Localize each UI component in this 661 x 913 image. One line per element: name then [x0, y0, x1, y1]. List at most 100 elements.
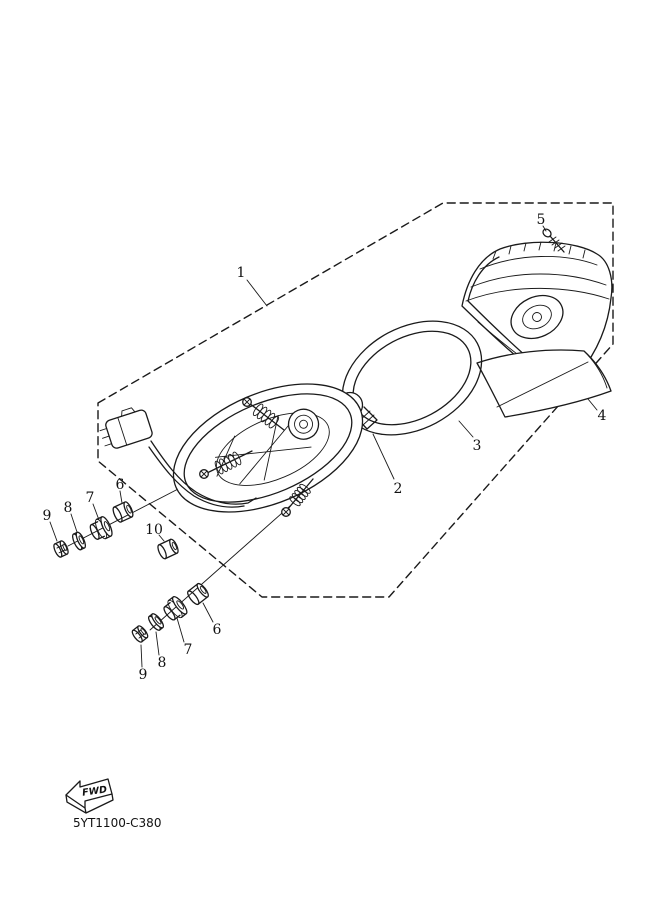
seal-part-4	[476, 349, 612, 418]
collar-front-face	[123, 501, 134, 518]
bushing-hole	[171, 542, 177, 551]
housing-inner-rim	[183, 393, 353, 503]
grommet-front-face	[100, 516, 113, 537]
washer-hole	[78, 535, 85, 545]
washer-front-face	[151, 613, 165, 629]
grommet-part-7-upper	[89, 516, 113, 540]
coil	[296, 486, 309, 497]
connector-latch	[121, 407, 136, 417]
label-part-3: 3	[473, 438, 482, 454]
fwd-arrow-3d-edge	[65, 793, 114, 814]
stud-spring	[214, 451, 242, 475]
collar-body-lines	[187, 583, 209, 605]
coil	[291, 493, 304, 504]
wiring-harness	[99, 407, 257, 508]
label-part-10: 10	[145, 522, 163, 538]
stud-spring	[252, 403, 280, 429]
lens-left-wall	[467, 256, 500, 302]
label-part-5: 5	[537, 212, 546, 228]
label-part-9-upper: 9	[43, 508, 52, 524]
washer-part-8-upper	[71, 531, 87, 551]
nut-part-9-upper	[53, 540, 69, 558]
wire-connector	[99, 407, 153, 449]
bushing-front-face	[169, 538, 179, 554]
reflector-center	[532, 312, 542, 322]
connector-pins	[99, 428, 113, 447]
bushing-body-lines	[158, 538, 178, 560]
coil	[294, 490, 306, 500]
bushing-part-10	[157, 538, 179, 560]
screw-threads	[548, 236, 566, 252]
grommet-hole	[103, 521, 111, 532]
collar-hole	[199, 586, 207, 594]
grommet-front-face	[171, 596, 188, 615]
coil	[299, 483, 311, 494]
screw-part-5	[542, 228, 566, 253]
socket-outer	[287, 408, 320, 440]
fwd-indicator: FWD	[65, 778, 114, 814]
stud-shaft	[248, 402, 285, 431]
tail-light-housing	[172, 383, 364, 517]
collar-part-6-upper	[112, 501, 134, 523]
label-part-6-lower: 6	[213, 622, 222, 638]
mounting-stud-top	[242, 397, 285, 431]
grommet-part-7-lower	[163, 596, 188, 621]
nut-part-9-lower	[131, 625, 149, 643]
mounting-stud-lower-right	[281, 478, 314, 517]
nut-front-face	[137, 625, 149, 639]
wire-2	[148, 446, 245, 508]
lower-hardware-axis-line	[149, 505, 291, 631]
collar-front-face	[196, 582, 209, 598]
bushing-back-face	[157, 544, 167, 560]
stud-shaft	[286, 478, 314, 511]
coil	[214, 460, 224, 475]
fwd-arrow	[65, 778, 113, 809]
diagram-code: 5YT1100-C380	[73, 816, 161, 830]
stud-screw-cross	[200, 470, 208, 478]
label-part-8-upper: 8	[64, 500, 73, 516]
part-labels: 1 5 4 3 2 6 10 7 8 9 6 7 8 9	[43, 212, 607, 683]
nut-front-face	[59, 540, 69, 555]
nut-facet-lines	[56, 544, 66, 554]
grommet-hole	[176, 600, 185, 610]
assembly-boundary-outline	[97, 202, 614, 598]
stud-shaft	[206, 450, 253, 474]
label-part-8-lower: 8	[158, 655, 167, 671]
reflector-inner-ring	[522, 304, 552, 330]
connector-face-line	[117, 417, 128, 446]
housing-body	[172, 383, 364, 513]
label-part-1: 1	[237, 265, 246, 281]
bulb-socket	[287, 408, 320, 440]
seal-edge-line	[583, 350, 608, 389]
leader-lines	[49, 225, 598, 668]
grommet-body-lines	[90, 521, 106, 540]
nut-facet-lines	[135, 629, 145, 639]
washer-part-8-lower	[147, 613, 165, 631]
screw-shaft	[549, 235, 565, 253]
wire-1	[150, 440, 257, 505]
stud-screw-cross	[243, 398, 251, 406]
coil	[252, 403, 264, 417]
lens-rib-lines	[465, 256, 610, 385]
washer-hole	[154, 616, 162, 625]
housing-outer-rim	[172, 383, 364, 513]
collar-hole	[126, 504, 132, 514]
connector-body	[105, 409, 153, 449]
label-part-4: 4	[598, 408, 607, 424]
label-part-7-lower: 7	[184, 642, 193, 658]
label-part-7-upper: 7	[86, 490, 95, 506]
grommet-body-lines	[163, 602, 181, 621]
seal-crease-line	[496, 361, 589, 408]
collar-body-lines	[113, 501, 133, 523]
stud-screw-cross	[282, 508, 290, 516]
lens-edge-hatching	[492, 241, 586, 260]
fwd-label: FWD	[82, 784, 108, 798]
collar-part-6-lower	[187, 582, 209, 606]
mounting-stud-upper-left	[199, 450, 253, 479]
label-part-2: 2	[394, 481, 403, 497]
socket-mid	[294, 414, 313, 434]
label-part-6-upper: 6	[116, 477, 125, 493]
nut-hole	[140, 628, 147, 635]
label-part-9-lower: 9	[139, 667, 148, 683]
